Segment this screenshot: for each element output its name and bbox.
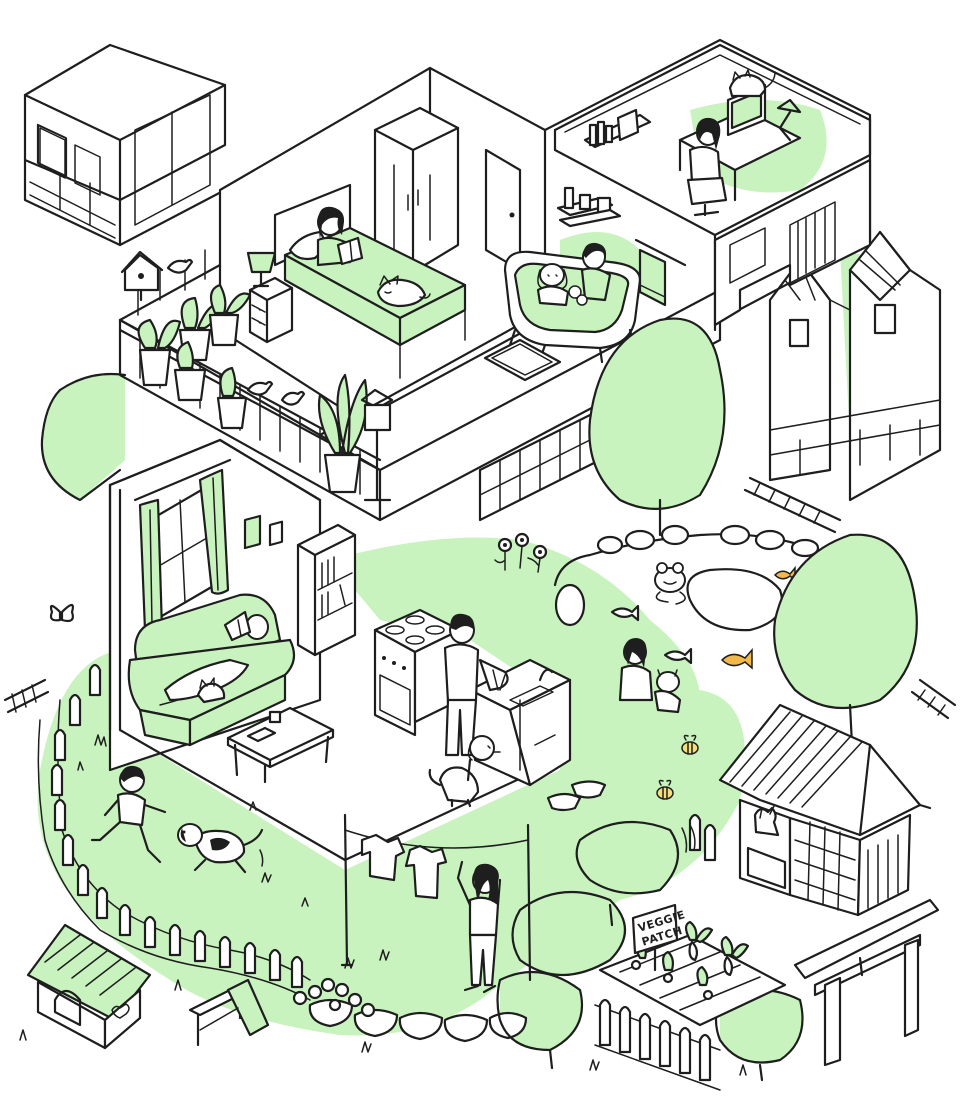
fish-icon (610, 604, 640, 622)
bird-icon (246, 380, 274, 396)
bathroom-shelf (556, 186, 622, 228)
bookshelf (296, 523, 357, 657)
track-left (3, 678, 50, 714)
motion-marks (681, 824, 696, 853)
clothesline (340, 813, 532, 994)
bush-glow-2 (580, 822, 678, 894)
slide (188, 978, 270, 1047)
bird-icon (280, 390, 306, 406)
balcony (118, 249, 394, 502)
lawn (37, 650, 745, 1036)
butterfly-icon (49, 603, 74, 623)
back-tower-right (768, 230, 942, 502)
lantern (360, 388, 394, 502)
frog (654, 562, 686, 605)
bush-glow-3 (720, 990, 803, 1063)
dog-kitchen (428, 735, 501, 808)
pond (494, 524, 832, 670)
picket-fence-left (37, 663, 311, 1001)
coffee-table (226, 706, 335, 784)
nightstand (246, 251, 294, 344)
motion-marks (259, 849, 264, 867)
rabbit-hutch (718, 703, 932, 917)
window (133, 458, 232, 634)
cat-on-bed (376, 275, 431, 308)
dog-house-roof-glow (28, 925, 150, 1020)
person-cooking (443, 613, 509, 757)
track-top (743, 476, 842, 534)
veggie-patch: VEGGIE PATCH (598, 903, 787, 1027)
wall-frame (268, 520, 284, 547)
pet-bowl-food (546, 792, 582, 812)
flowers (494, 532, 548, 573)
picket-fence-bottom (594, 813, 721, 1091)
wall-frame (243, 514, 262, 550)
pet-bowl (570, 780, 607, 799)
fish-icon (720, 648, 753, 670)
kitchen-counter (468, 658, 572, 787)
back-building-left (23, 43, 227, 247)
dog-running (177, 823, 264, 874)
pebble-flowers (292, 977, 376, 1018)
bush-glow (520, 892, 625, 975)
dog-house (26, 923, 152, 1050)
man-reading-on-sofa (163, 610, 269, 704)
right-tree-2 (773, 533, 918, 747)
birdhouse (120, 250, 164, 302)
bee-icon (656, 779, 674, 800)
bee-icon (681, 734, 699, 755)
kid-with-puppy (618, 638, 682, 714)
child-running (90, 765, 167, 864)
left-tree (40, 372, 127, 502)
fish-icon (663, 647, 693, 665)
right-tree-1 (588, 317, 726, 537)
bath-mat (483, 338, 562, 382)
balcony-plants (137, 283, 368, 494)
woman-reading-in-bed (316, 206, 364, 267)
left-tree-canopy (41, 374, 125, 500)
study-room (553, 43, 872, 332)
lawn-upper (330, 537, 700, 770)
torii-gate (793, 898, 940, 1067)
track-right (910, 678, 957, 720)
bird-icon (166, 258, 194, 274)
lower-floor (108, 438, 607, 862)
bathtub (503, 242, 642, 364)
towel-rack (634, 238, 687, 307)
